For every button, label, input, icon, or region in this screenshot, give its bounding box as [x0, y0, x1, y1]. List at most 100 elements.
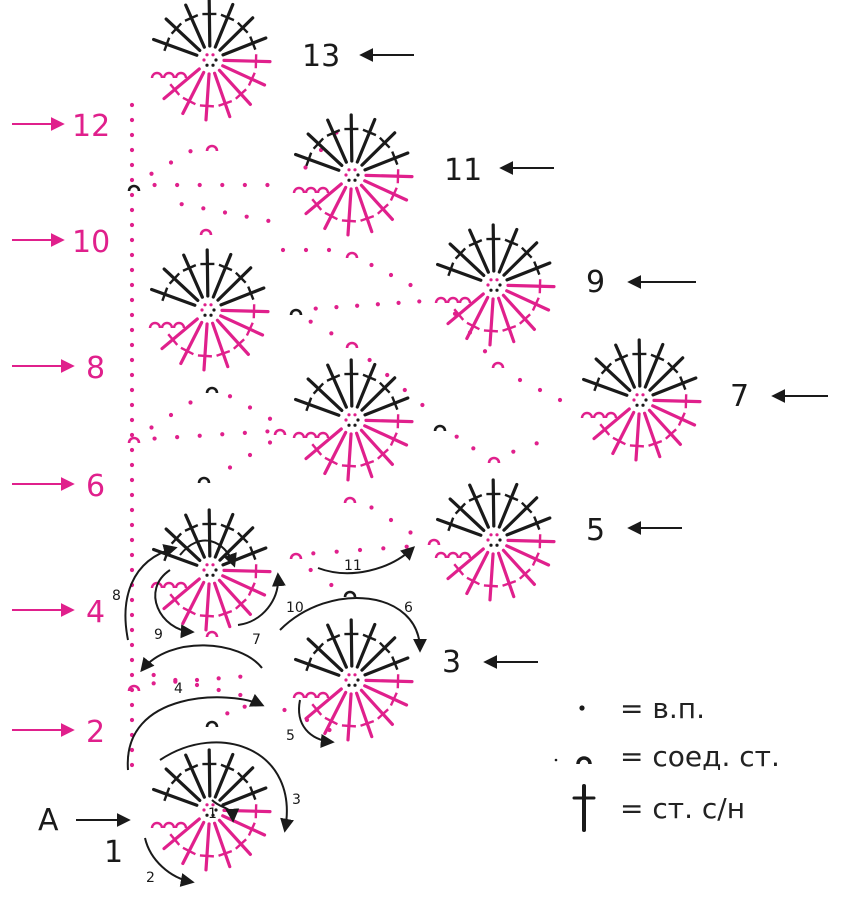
- chain-stitch: [129, 672, 135, 678]
- double-crochet-stitch: [355, 431, 374, 479]
- chain-stitch: [129, 747, 135, 753]
- chain-stitch: [388, 517, 394, 523]
- row-label-9: 9: [586, 265, 605, 300]
- double-crochet-stitch: [326, 623, 348, 669]
- double-crochet-stitch: [181, 580, 206, 626]
- row-label-6: 6: [86, 469, 105, 504]
- chain-stitch: [242, 704, 247, 709]
- step-label-11: 11: [344, 558, 362, 574]
- double-crochet-stitch: [304, 687, 343, 721]
- chain-stitch: [385, 372, 390, 378]
- double-crochet-stitch: [164, 527, 202, 563]
- step-arrow-4: [126, 693, 265, 771]
- double-crochet-stitch: [488, 297, 495, 347]
- chain-stitch: [175, 435, 180, 440]
- chain-stitch: [404, 544, 409, 549]
- chain-stitch: [247, 405, 253, 410]
- chain-stitch: [129, 402, 135, 408]
- step-label-8: 8: [112, 588, 121, 604]
- double-crochet-stitch: [213, 2, 235, 49]
- chain-stitch: [149, 425, 154, 430]
- step-label-10: 10: [286, 600, 304, 616]
- step-label-2: 2: [146, 870, 155, 886]
- double-crochet-stitch: [213, 512, 235, 559]
- step-arrow-9: [154, 569, 195, 639]
- chain-stitch: [381, 546, 386, 551]
- double-crochet-stitch: [221, 786, 268, 807]
- double-crochet-stitch: [501, 548, 536, 586]
- double-crochet-stitch: [436, 262, 483, 282]
- chain-stitch: [129, 597, 135, 603]
- double-crochet-stitch: [446, 292, 485, 326]
- double-crochet-stitch: [465, 550, 490, 596]
- chain-stitch: [188, 400, 193, 405]
- flower-motif: [150, 508, 272, 632]
- chain-stitch: [334, 549, 339, 554]
- chain-stitch: [129, 117, 135, 123]
- chain-stitch: [129, 447, 135, 453]
- double-crochet-stitch: [611, 410, 636, 456]
- chain-stitch: [227, 465, 233, 470]
- double-crochet-stitch: [491, 223, 496, 273]
- chain-stitch: [308, 567, 313, 573]
- chain-stitch: [129, 507, 135, 513]
- double-crochet-stitch: [364, 173, 414, 179]
- start-marker: A: [38, 803, 131, 838]
- chain-stitch: [129, 297, 135, 303]
- flower-motif: [150, 0, 272, 122]
- double-crochet-stitch: [181, 820, 206, 866]
- double-crochet-stitch: [160, 317, 199, 351]
- double-crochet-stitch: [162, 267, 200, 303]
- double-crochet-stitch: [304, 182, 343, 216]
- step-label-3: 3: [292, 792, 301, 808]
- chain-stitch: [197, 433, 202, 438]
- chain-stitch: [396, 300, 401, 305]
- double-crochet-stitch: [363, 684, 409, 707]
- double-crochet-stitch: [505, 289, 551, 312]
- double-crochet-stitch: [497, 227, 519, 274]
- double-crochet-stitch: [213, 752, 235, 799]
- chain-stitch: [375, 302, 380, 307]
- chain-stitch: [197, 182, 202, 188]
- slip-stitch: [205, 720, 219, 728]
- slip-stitch: [343, 590, 357, 598]
- double-crochet-stitch: [614, 343, 636, 389]
- flower-motif: [148, 248, 270, 372]
- double-crochet-stitch: [355, 691, 374, 739]
- slip-stitch-marks: [127, 144, 505, 728]
- chain-stitch: [129, 612, 135, 618]
- double-crochet-stitch: [306, 377, 344, 413]
- row-label-13: 13: [302, 39, 340, 74]
- step-label-1: 1: [208, 806, 217, 822]
- double-crochet-stitch: [219, 286, 266, 307]
- chain-stitch: [267, 440, 273, 445]
- chain-stitch: [129, 387, 135, 393]
- double-crochet-stitch: [182, 253, 204, 299]
- double-crochet-stitch: [448, 242, 486, 278]
- double-crochet-stitch: [652, 398, 702, 404]
- chain-stitch: [242, 430, 247, 435]
- double-crochet-stitch: [184, 513, 206, 559]
- chain-stitch: [247, 452, 253, 458]
- chain-stitch: [355, 303, 360, 308]
- double-crochet-stitch: [222, 568, 272, 574]
- chain-stitch: [129, 717, 135, 723]
- chain-stitch: [152, 182, 157, 188]
- double-crochet-stitch: [491, 478, 496, 528]
- chain-stitch: [511, 449, 516, 454]
- double-crochet-stitch: [294, 152, 341, 172]
- row-label-7: 7: [730, 379, 749, 414]
- chain-stitch: [201, 206, 206, 211]
- chain-stitch: [216, 676, 221, 681]
- chain-stitch: [225, 711, 230, 716]
- slip-stitch: [343, 496, 357, 504]
- slip-stitch: [491, 361, 505, 369]
- chain-stitch: [129, 702, 135, 708]
- chain-stitch: [129, 312, 135, 318]
- double-crochet-stitch: [355, 622, 377, 669]
- double-crochet-stitch: [502, 496, 539, 532]
- chain-stitch: [168, 412, 174, 418]
- step-arrows: [124, 539, 427, 887]
- flower-motif: [434, 478, 556, 602]
- chain-stitch: [129, 327, 135, 333]
